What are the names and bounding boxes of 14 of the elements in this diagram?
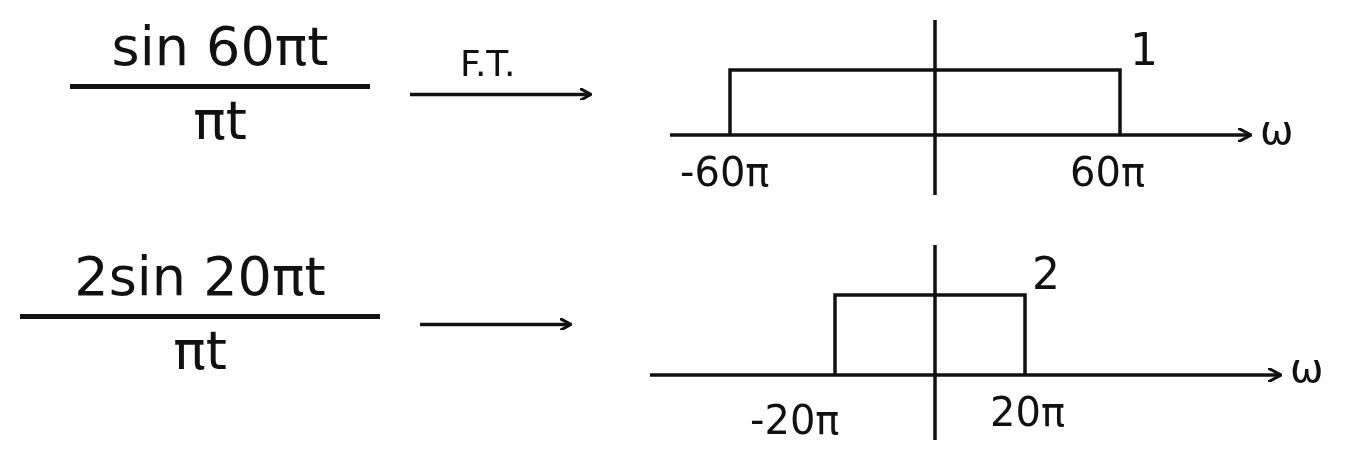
arrow [420,316,573,332]
denominator: πt [173,319,227,382]
denominator: πt [193,89,247,152]
tick-label: -20π [750,400,840,440]
tick-label: 60π [1070,152,1145,192]
axis-label: ω [1290,348,1324,388]
arrow [410,86,593,102]
tick-label: 20π [990,392,1065,432]
tick-label: -60π [680,152,770,192]
numerator: 2sin 20πt [73,245,327,310]
numerator: sin 60πt [110,15,330,80]
amplitude-label: 2 [1032,252,1060,296]
axis-label: ω [1260,110,1294,150]
amplitude-label: 1 [1130,28,1158,72]
